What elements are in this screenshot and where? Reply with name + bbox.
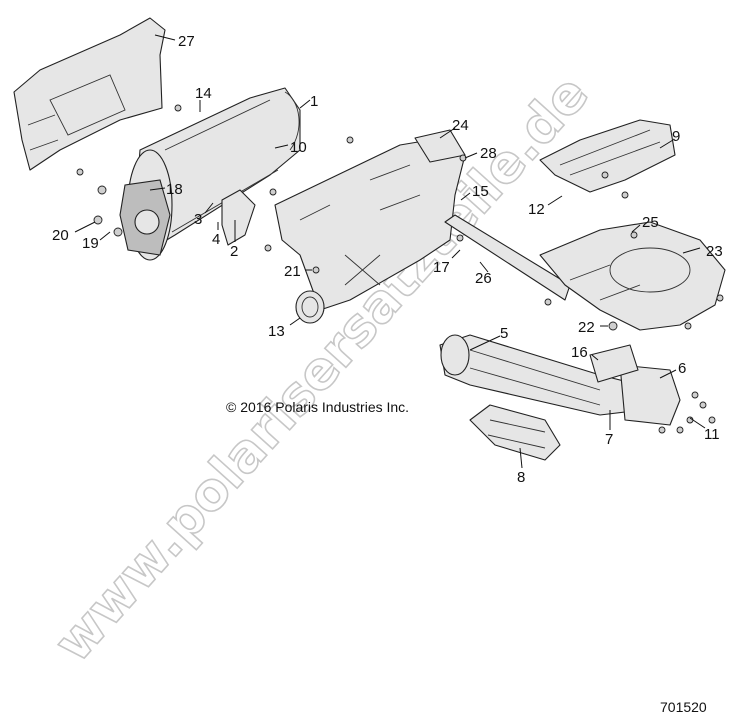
callouts: 1 2 3 4 5 6 7 8 9 10 11 12 13 14 15 16 1… (52, 33, 723, 486)
callout-21: 21 (284, 263, 301, 280)
callout-5: 5 (500, 325, 508, 342)
callout-19: 19 (82, 235, 99, 252)
heat-shield-upper (13, 17, 166, 171)
callout-20: 20 (52, 227, 69, 244)
callout-11: 11 (704, 426, 720, 443)
shield-small (539, 119, 676, 193)
heat-shield-main (274, 129, 466, 311)
callout-25: 25 (642, 214, 659, 231)
callout-23: 23 (706, 243, 723, 260)
callout-15: 15 (472, 183, 489, 200)
callout-9: 9 (672, 128, 680, 145)
fasteners (76, 104, 724, 434)
callout-3: 3 (194, 211, 202, 228)
callout-13: 13 (268, 323, 285, 340)
callout-27: 27 (178, 33, 195, 50)
exhaust-flange (589, 344, 681, 426)
callout-7: 7 (605, 431, 613, 448)
elbow-pipe (221, 189, 256, 246)
callout-8: 8 (517, 469, 525, 486)
callout-1: 1 (310, 93, 318, 110)
callout-12: 12 (528, 201, 545, 218)
callout-4: 4 (212, 231, 220, 248)
pipe-shield (469, 404, 561, 461)
callout-22: 22 (578, 319, 595, 336)
heat-shield-lower (539, 221, 726, 331)
callout-14: 14 (195, 85, 212, 102)
callout-17: 17 (433, 259, 450, 276)
callout-18: 18 (166, 181, 183, 198)
muffler-end-flange (93, 179, 171, 256)
reference-number: 701520 (660, 699, 707, 715)
callout-10: 10 (290, 139, 307, 156)
callout-26: 26 (475, 270, 492, 287)
callout-28: 28 (480, 145, 497, 162)
copyright-notice: © 2016 Polaris Industries Inc. (226, 399, 409, 415)
grommet (295, 290, 325, 324)
callout-6: 6 (678, 360, 686, 377)
callout-24: 24 (452, 117, 469, 134)
callout-2: 2 (230, 243, 238, 260)
leader-lines (74, 34, 706, 469)
callout-16: 16 (571, 344, 588, 361)
